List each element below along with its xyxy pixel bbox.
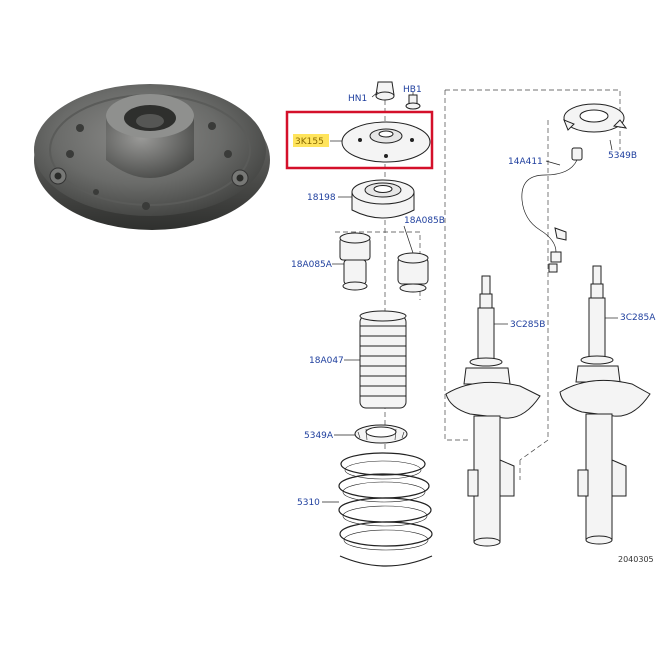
shock-absorber-3c285b <box>445 275 541 547</box>
strut-mount-photo <box>34 84 270 230</box>
upper-mount-3k155 <box>330 121 431 163</box>
label-5349a: 5349A <box>304 431 334 441</box>
sensor-wire-14a411 <box>521 147 583 273</box>
shock-absorber-3c285a <box>559 265 651 545</box>
label-18a085a: 18A085A <box>291 260 333 270</box>
label-3k155: 3K155 <box>295 137 324 147</box>
bump-stop-18a085a <box>332 232 371 291</box>
label-5349b: 5349B <box>608 151 637 161</box>
highlight-label-fill <box>293 134 329 147</box>
bearing-18198 <box>338 179 415 219</box>
label-18a085b: 18A085B <box>404 216 445 226</box>
upper-seat-5349b <box>563 103 628 151</box>
bolt-hb1 <box>405 92 421 110</box>
dust-boot-18a047 <box>344 310 407 409</box>
label-3c285a: 3C285A <box>620 313 656 323</box>
label-hb1: HB1 <box>403 85 422 95</box>
bump-stop-18a085b <box>397 225 429 293</box>
label-3c285b: 3C285B <box>510 320 545 330</box>
label-18198: 18198 <box>307 193 336 203</box>
label-14a411: 14A411 <box>508 157 543 167</box>
label-5310: 5310 <box>297 498 320 508</box>
label-18a047: 18A047 <box>309 356 344 366</box>
nut-hn1 <box>371 81 395 101</box>
label-hn1: HN1 <box>348 94 367 104</box>
reference-number: 2040305 <box>618 555 654 564</box>
spring-seat-5349a <box>334 424 408 444</box>
coil-spring-5310 <box>322 452 433 567</box>
highlight-box <box>285 110 434 170</box>
